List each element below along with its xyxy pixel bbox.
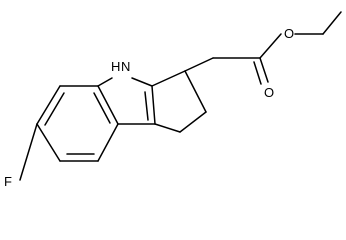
bond-c6-c5 <box>36 123 61 162</box>
bond-c3a-c3-double <box>151 85 156 125</box>
bond-c3a-ch <box>151 70 186 87</box>
bond-ch-ch2-side <box>184 57 214 72</box>
bond-ch2-c3 <box>154 123 181 133</box>
benzene-ring <box>36 85 119 162</box>
bond-carbonyl-o-inner <box>253 61 262 85</box>
ethyl-acetate-side-chain <box>184 11 342 85</box>
nitrogen-hydrogen-label: H <box>111 59 120 74</box>
bond-c4-c3b <box>97 123 119 162</box>
bond-carbonyl-ester-o <box>259 33 282 59</box>
bond-c7a-n <box>97 77 113 87</box>
atom-labels-layer: H N F O O <box>4 26 294 189</box>
bond-c6-f <box>19 123 38 181</box>
bond-ch-ch2 <box>184 70 207 113</box>
bond-c7-c6-inner <box>44 92 65 126</box>
bond-carbonyl-o-double <box>259 57 269 83</box>
bond-c3a-c3-inner <box>144 91 149 121</box>
cyclopentene-ring <box>151 70 207 133</box>
bond-ethyl <box>322 11 342 35</box>
bond-c3b-c7a <box>97 85 119 125</box>
ester-oxygen-label: O <box>284 26 294 41</box>
bond-n-c3a <box>131 77 153 87</box>
nitrogen-label: N <box>121 59 130 74</box>
bond-c3b-c7a-inner <box>93 92 111 124</box>
fluorine-label: F <box>4 174 12 189</box>
carbonyl-oxygen-label: O <box>264 85 274 100</box>
pyrrole-ring <box>97 77 156 125</box>
molecule-structure-diagram <box>19 11 342 181</box>
bond-ch2-ch2 <box>179 111 207 133</box>
bond-c7-c6 <box>36 85 61 125</box>
